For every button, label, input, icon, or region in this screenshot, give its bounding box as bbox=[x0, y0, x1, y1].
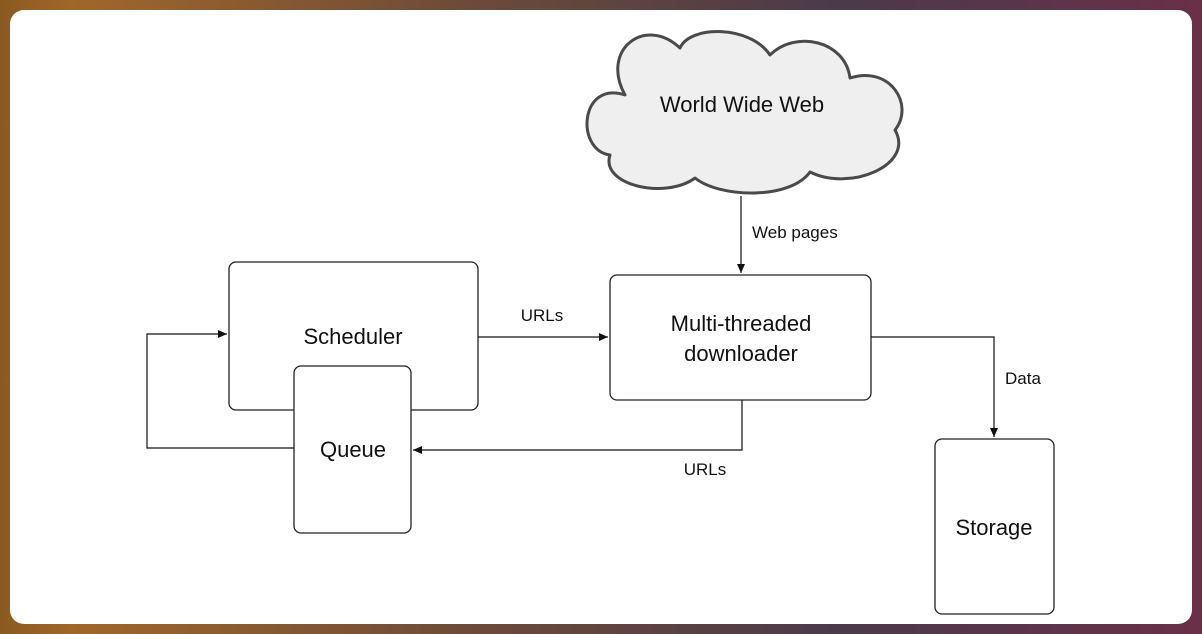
urls-top-label: URLs bbox=[521, 306, 564, 325]
edge-downloader-to-storage: Data bbox=[871, 336, 1041, 437]
data-label: Data bbox=[1005, 369, 1041, 388]
edge-web-to-downloader: Web pages bbox=[737, 196, 838, 273]
edge-downloader-to-queue: URLs bbox=[413, 400, 743, 479]
urls-bottom-label: URLs bbox=[684, 460, 727, 479]
cloud-shape bbox=[585, 30, 904, 195]
web-pages-label: Web pages bbox=[752, 223, 838, 242]
queue-node: Queue bbox=[293, 365, 412, 534]
storage-node: Storage bbox=[934, 438, 1055, 615]
world-wide-web-label: World Wide Web bbox=[660, 92, 824, 117]
edge-queue-to-scheduler bbox=[146, 330, 294, 449]
storage-label: Storage bbox=[955, 515, 1032, 540]
scheduler-node: Scheduler bbox=[228, 261, 479, 411]
queue-box bbox=[293, 365, 412, 534]
scheduler-label: Scheduler bbox=[303, 324, 402, 349]
storage-box bbox=[934, 438, 1055, 615]
world-wide-web-node: World Wide Web bbox=[585, 30, 904, 195]
arrow-data bbox=[871, 336, 998, 437]
downloader-label-line2: downloader bbox=[684, 341, 798, 366]
downloader-node: Multi-threaded downloader bbox=[609, 274, 872, 401]
downloader-label-line1: Multi-threaded bbox=[671, 311, 812, 336]
downloader-box bbox=[609, 274, 872, 401]
queue-label: Queue bbox=[320, 437, 386, 462]
arrow-loop bbox=[146, 330, 294, 449]
edge-scheduler-to-downloader: URLs bbox=[478, 306, 608, 341]
arrow-urls-bottom bbox=[413, 400, 743, 454]
